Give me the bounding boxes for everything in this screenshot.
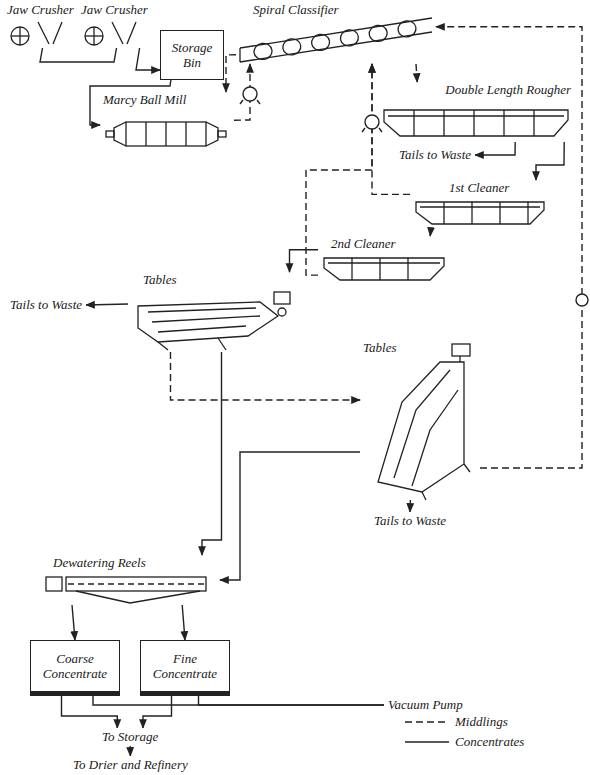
node-label: Tables bbox=[140, 272, 179, 288]
node-label: Spiral Classifier bbox=[250, 2, 342, 18]
node-label: Coarse Concentrate bbox=[31, 651, 119, 681]
legend-row: Middlings bbox=[405, 712, 524, 732]
concentrate-line bbox=[536, 142, 564, 180]
concentrate-line bbox=[136, 48, 160, 70]
node-label: To Drier and Refinery bbox=[69, 756, 192, 774]
middlings-line bbox=[171, 352, 361, 400]
middlings-line bbox=[436, 27, 582, 468]
storage-bin: Storage Bin bbox=[160, 30, 224, 80]
node-label: Vacuum Pump bbox=[384, 696, 467, 714]
node-label: Jaw Crusher bbox=[78, 2, 151, 18]
destination-label: To Storage bbox=[98, 728, 162, 746]
node-label: Jaw Crusher bbox=[4, 2, 77, 18]
middlings-line bbox=[372, 64, 410, 194]
concentrate-line bbox=[72, 605, 75, 640]
middlings-line bbox=[416, 64, 417, 82]
jaw-crusher: Jaw Crusher bbox=[4, 2, 81, 48]
legend-sample bbox=[405, 738, 449, 746]
spiral-classifier: Spiral Classifier bbox=[236, 2, 436, 64]
vacuum-pump-label: Vacuum Pump bbox=[384, 696, 467, 714]
jaw-crusher: Jaw Crusher bbox=[78, 2, 155, 48]
node-label: 1st Cleaner bbox=[446, 180, 512, 196]
concentrate-line bbox=[40, 48, 117, 62]
node-label: 2nd Cleaner bbox=[328, 236, 399, 252]
concentrate-line bbox=[62, 696, 118, 728]
legend-row: Concentrates bbox=[405, 732, 524, 752]
node-label: Fine Concentrate bbox=[141, 651, 229, 681]
pump-base bbox=[362, 128, 365, 132]
node-label: Tables bbox=[360, 340, 399, 356]
flotation-rougher: Double Length Rougher bbox=[378, 82, 574, 142]
concentrate-line bbox=[199, 696, 385, 705]
node-label: Dewatering Reels bbox=[50, 555, 149, 571]
dewatering-reels: Dewatering Reels bbox=[40, 555, 220, 605]
pump-symbol bbox=[365, 115, 379, 129]
legend-text: Middlings bbox=[455, 714, 508, 730]
concentrate-line bbox=[129, 746, 131, 756]
concentrate-line bbox=[143, 696, 172, 728]
concentrate-bin: Fine Concentrate bbox=[140, 640, 230, 696]
concentrate-line bbox=[202, 352, 222, 555]
tails-label: Tails to Waste bbox=[6, 296, 86, 314]
concentrate-line bbox=[290, 250, 319, 272]
node-label: Marcy Ball Mill bbox=[100, 92, 189, 108]
node-label: Double Length Rougher bbox=[442, 82, 574, 98]
concentrate-line bbox=[409, 500, 411, 512]
tails-label: Tails to Waste bbox=[395, 146, 475, 164]
tails-label: Tails to Waste bbox=[370, 512, 450, 530]
concentrate-bin: Coarse Concentrate bbox=[30, 640, 120, 696]
flotation-cleaner: 2nd Cleaner bbox=[318, 236, 450, 282]
concentrate-line bbox=[220, 452, 360, 580]
middlings-line bbox=[226, 55, 236, 92]
concentrate-line bbox=[475, 142, 515, 155]
node-label: Storage Bin bbox=[161, 40, 223, 70]
legend-sample bbox=[405, 718, 449, 726]
pump-symbol bbox=[576, 294, 588, 306]
concentrate-line bbox=[86, 304, 128, 305]
legend: MiddlingsConcentrates bbox=[405, 712, 524, 752]
pump-base bbox=[240, 100, 243, 104]
concentrate-line bbox=[93, 696, 384, 705]
concentrating-table-drawing bbox=[360, 340, 480, 500]
concentrate-line bbox=[430, 228, 432, 236]
legend-text: Concentrates bbox=[455, 734, 524, 750]
flotation-cleaner: 1st Cleaner bbox=[410, 180, 550, 228]
concentrating-table: Tables bbox=[360, 340, 480, 500]
destination-label: To Drier and Refinery bbox=[69, 756, 192, 774]
concentrate-line bbox=[182, 605, 185, 640]
concentrating-table: Tables bbox=[128, 272, 298, 352]
node-label: Tails to Waste bbox=[395, 146, 475, 164]
pump-symbol bbox=[243, 87, 257, 101]
node-label: Tails to Waste bbox=[370, 512, 450, 530]
ball-mill: Marcy Ball Mill bbox=[100, 92, 234, 152]
pump-base bbox=[379, 128, 382, 132]
node-label: Tails to Waste bbox=[6, 296, 86, 314]
pump-base bbox=[257, 100, 260, 104]
node-label: To Storage bbox=[98, 728, 162, 746]
